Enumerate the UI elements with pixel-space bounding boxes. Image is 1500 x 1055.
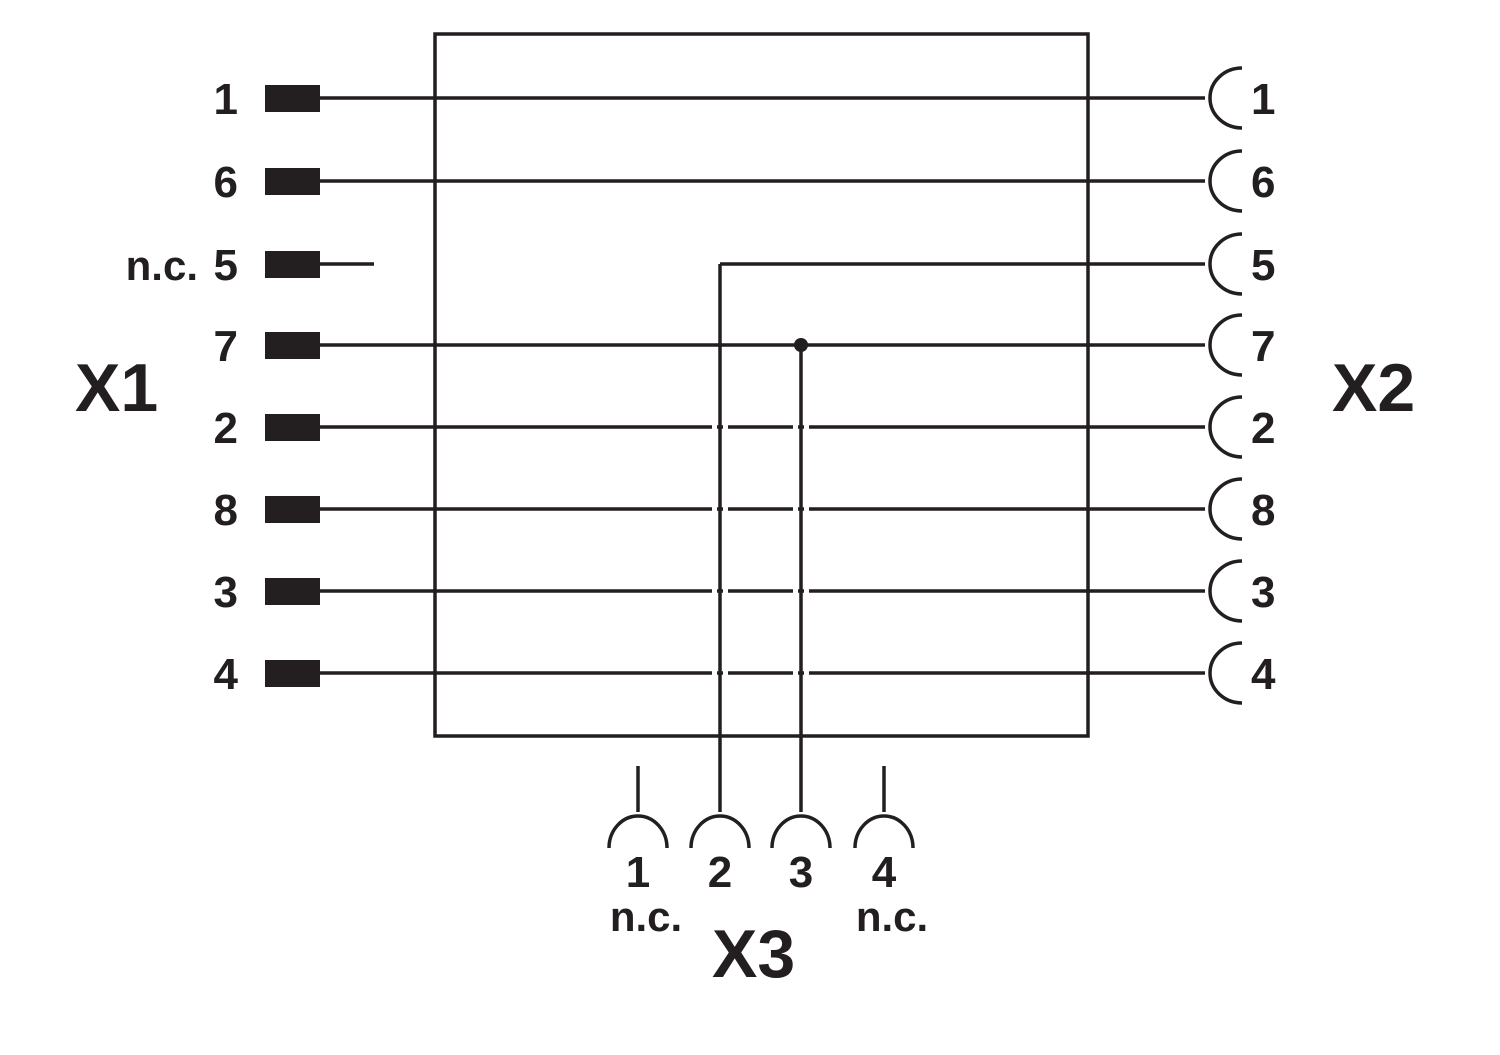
crossing-gap <box>804 587 809 595</box>
x1-pin-label: 5 <box>214 241 238 290</box>
x2-socket-8 <box>1208 477 1243 541</box>
x1-pin-label: 3 <box>214 568 238 617</box>
x3-socket-3 <box>770 814 832 849</box>
crossing-gap <box>723 587 728 595</box>
x2-pin-label: 8 <box>1251 486 1275 535</box>
crossing-gap <box>712 505 717 513</box>
crossing-gap <box>712 423 717 431</box>
x2-pin-label: 5 <box>1251 241 1275 290</box>
junction-dot <box>794 338 808 352</box>
x2-socket-6 <box>1208 149 1243 213</box>
crossing-gap <box>793 669 798 677</box>
x2-pin-label: 6 <box>1251 158 1275 207</box>
x2-socket-7 <box>1208 313 1243 377</box>
x1-pin-label: 6 <box>214 158 238 207</box>
x1-connector-label: X1 <box>75 350 158 426</box>
x3-connector-label: X3 <box>712 916 795 992</box>
x1-pin-1 <box>265 85 320 112</box>
x1-pins-group: 1 6 5 n.c. 7 2 8 3 4 <box>126 75 320 699</box>
crossing-gap <box>804 423 809 431</box>
crossing-gap <box>723 505 728 513</box>
crossing-gap <box>804 505 809 513</box>
crossing-gap <box>804 669 809 677</box>
x3-pin-label: 3 <box>789 848 813 897</box>
crossing-gap <box>793 587 798 595</box>
crossing-gap <box>793 505 798 513</box>
x2-socket-5 <box>1208 232 1243 296</box>
crossing-gap <box>712 587 717 595</box>
x1-pin-label: 2 <box>214 404 238 453</box>
x1-pin-4 <box>265 660 320 687</box>
x1-pin-label: 1 <box>214 75 238 124</box>
x2-pin-label: 1 <box>1251 75 1275 124</box>
x2-socket-2 <box>1208 395 1243 459</box>
x2-socket-4 <box>1208 641 1243 705</box>
x3-nc-label: n.c. <box>856 893 928 940</box>
x1-pin-3 <box>265 578 320 605</box>
crossing-gap <box>723 423 728 431</box>
x1-pin-label: 4 <box>214 650 239 699</box>
x1-pin-2 <box>265 414 320 441</box>
x2-pin-label: 7 <box>1251 322 1275 371</box>
x1-pin-6 <box>265 168 320 195</box>
crossing-gap <box>712 669 717 677</box>
crossing-gap <box>793 423 798 431</box>
x3-socket-1 <box>607 814 669 849</box>
x3-socket-2 <box>689 814 751 849</box>
crossing-gap <box>723 669 728 677</box>
x1-pin-7 <box>265 332 320 359</box>
x2-connector-label: X2 <box>1332 350 1415 426</box>
x2-pin-label: 2 <box>1251 404 1275 453</box>
x2-pin-label: 3 <box>1251 568 1275 617</box>
x3-socket-4 <box>853 814 915 849</box>
x3-wires-group <box>636 264 886 812</box>
x2-contacts-group: 1 6 5 7 2 8 3 4 <box>1208 66 1276 705</box>
x1-pin-5 <box>265 251 320 278</box>
x3-pin-label: 4 <box>872 848 897 897</box>
x2-pin-label: 4 <box>1251 650 1276 699</box>
x2-socket-3 <box>1208 559 1243 623</box>
x2-socket-1 <box>1208 66 1243 130</box>
x1-nc-label: n.c. <box>126 242 198 289</box>
x1-pin-8 <box>265 496 320 523</box>
x3-nc-label: n.c. <box>610 893 682 940</box>
x3-pin-label: 2 <box>708 848 732 897</box>
x1-pin-label: 8 <box>214 486 238 535</box>
x3-pin-label: 1 <box>626 848 650 897</box>
x1-pin-label: 7 <box>214 322 238 371</box>
enclosure-box <box>433 32 1090 738</box>
wires-group <box>320 96 1205 675</box>
